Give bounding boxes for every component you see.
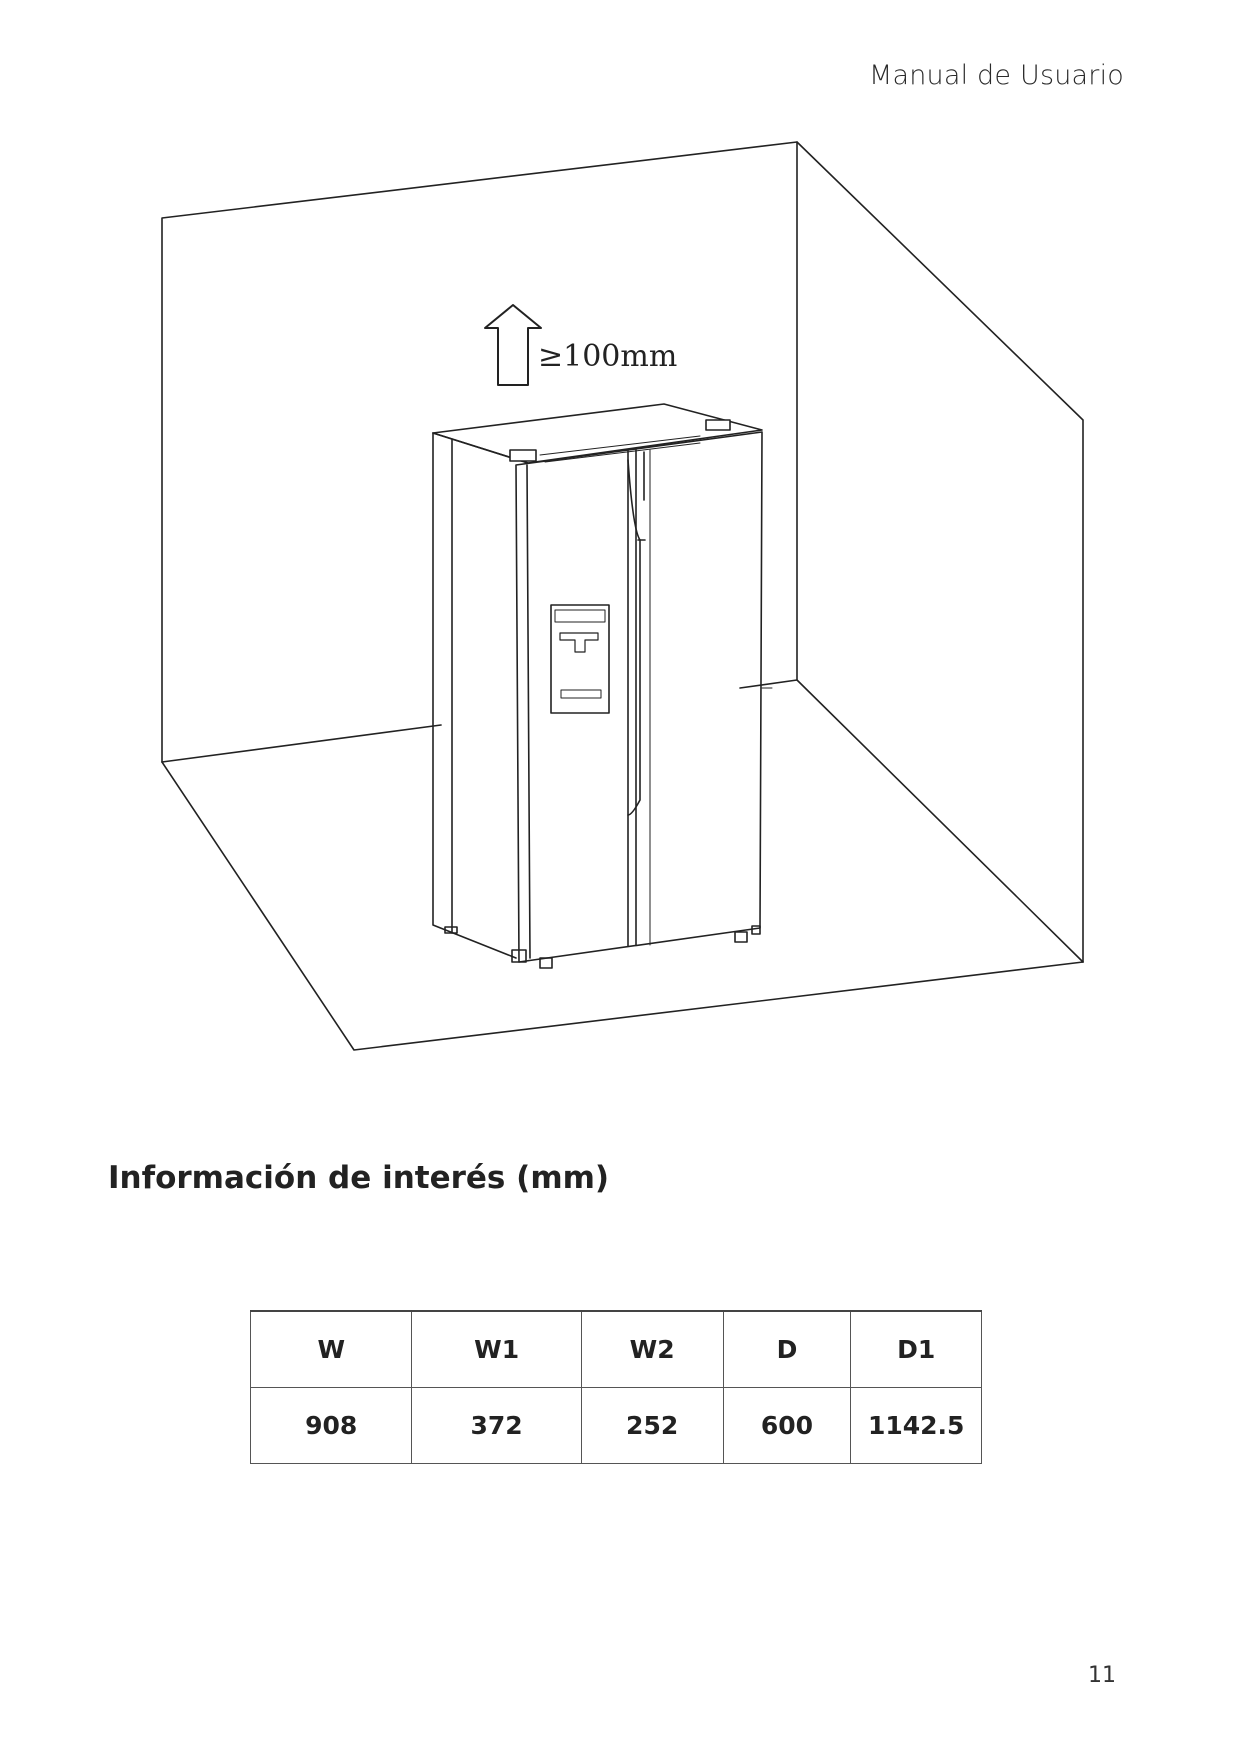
table-cell: 372 bbox=[411, 1387, 582, 1464]
table-header-row: W W1 W2 D D1 bbox=[249, 1310, 982, 1388]
table-header-cell: D bbox=[722, 1310, 852, 1388]
page-number: 11 bbox=[1088, 1663, 1116, 1688]
table-cell: 252 bbox=[580, 1387, 724, 1464]
table-row: 908 372 252 600 1142.5 bbox=[249, 1387, 982, 1464]
refrigerator-drawing bbox=[432, 403, 773, 969]
table-cell: 1142.5 bbox=[850, 1387, 982, 1464]
dimensions-table: W W1 W2 D D1 908 372 252 600 1142.5 bbox=[249, 1310, 982, 1464]
room-walls bbox=[161, 141, 1084, 1051]
section-title: Información de interés (mm) bbox=[108, 1160, 610, 1196]
up-arrow-icon bbox=[484, 304, 542, 386]
table-cell: 908 bbox=[249, 1387, 413, 1464]
document-header-title: Manual de Usuario bbox=[868, 60, 1124, 91]
table-header-cell: W2 bbox=[580, 1310, 724, 1388]
table-header-cell: D1 bbox=[850, 1310, 982, 1388]
clearance-label: ≥100mm bbox=[538, 339, 677, 374]
table-header-cell: W1 bbox=[411, 1310, 582, 1388]
installation-illustration: ≥100mm bbox=[161, 141, 1084, 1051]
table-header-cell: W bbox=[249, 1310, 413, 1388]
table-cell: 600 bbox=[722, 1387, 852, 1464]
